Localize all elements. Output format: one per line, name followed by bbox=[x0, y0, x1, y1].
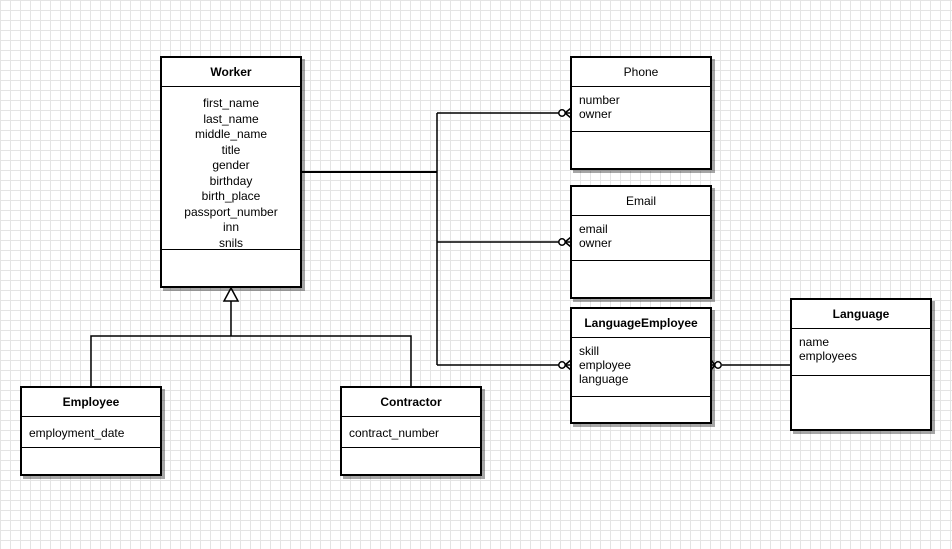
language-class[interactable]: Language name employees bbox=[790, 298, 932, 431]
contractor-methods bbox=[342, 447, 480, 474]
class-attribute: email bbox=[579, 222, 608, 236]
class-attribute: owner bbox=[579, 107, 612, 121]
worker-methods bbox=[162, 249, 300, 286]
email-class[interactable]: Email email owner bbox=[570, 185, 712, 299]
language-class-title: Language bbox=[792, 300, 930, 329]
language-employee-class[interactable]: LanguageEmployee skill employee language bbox=[570, 307, 712, 424]
phone-class[interactable]: Phone number owner bbox=[570, 56, 712, 170]
phone-class-title: Phone bbox=[572, 58, 710, 87]
phone-methods bbox=[572, 131, 710, 168]
employee-attributes: employment_date bbox=[22, 417, 160, 447]
contractor-attributes: contract_number bbox=[342, 417, 480, 447]
worker-attributes: first_name last_name middle_name title g… bbox=[162, 87, 300, 250]
contractor-class[interactable]: Contractor contract_number bbox=[340, 386, 482, 476]
class-attribute: name bbox=[799, 335, 830, 349]
employee-class[interactable]: Employee employment_date bbox=[20, 386, 162, 476]
class-attribute: title bbox=[221, 142, 241, 157]
class-attribute: birth_place bbox=[201, 189, 261, 203]
language-employee-methods bbox=[572, 396, 710, 422]
language-employee-crowsfoot bbox=[558, 359, 572, 371]
class-attribute: language bbox=[579, 372, 629, 386]
email-methods bbox=[572, 260, 710, 297]
class-attribute: birthday bbox=[209, 173, 253, 188]
class-attribute: employment_date bbox=[29, 426, 125, 440]
language-employee-right-crowsfoot bbox=[710, 359, 722, 371]
class-attribute: gender bbox=[212, 158, 250, 172]
class-attribute: passport_number bbox=[184, 204, 278, 219]
phone-attributes: number owner bbox=[572, 87, 710, 131]
generalization-arrowhead bbox=[222, 286, 240, 302]
worker-class[interactable]: Worker first_name last_name middle_name … bbox=[160, 56, 302, 288]
language-methods bbox=[792, 375, 930, 429]
employee-methods bbox=[22, 447, 160, 474]
class-attribute: employee bbox=[579, 358, 632, 372]
class-attribute: contract_number bbox=[349, 426, 440, 440]
class-attribute: owner bbox=[579, 236, 612, 250]
class-attribute: number bbox=[579, 93, 620, 107]
email-attributes: email owner bbox=[572, 216, 710, 260]
language-employee-attributes: skill employee language bbox=[572, 338, 710, 396]
email-class-title: Email bbox=[572, 187, 710, 216]
employee-class-title: Employee bbox=[22, 388, 160, 417]
contractor-class-title: Contractor bbox=[342, 388, 480, 417]
class-attribute: middle_name bbox=[194, 127, 268, 141]
class-attribute: first_name bbox=[202, 96, 260, 110]
generalization-line-contractor bbox=[231, 335, 412, 386]
language-employee-class-title: LanguageEmployee bbox=[572, 309, 710, 338]
class-attribute: last_name bbox=[203, 111, 259, 126]
class-attribute: skill bbox=[579, 344, 599, 358]
class-attribute: snils bbox=[218, 235, 243, 250]
language-attributes: name employees bbox=[792, 329, 930, 375]
class-attribute: employees bbox=[799, 349, 858, 363]
generalization-line-employee bbox=[90, 335, 231, 386]
class-attribute: inn bbox=[222, 220, 239, 234]
worker-class-title: Worker bbox=[162, 58, 300, 87]
